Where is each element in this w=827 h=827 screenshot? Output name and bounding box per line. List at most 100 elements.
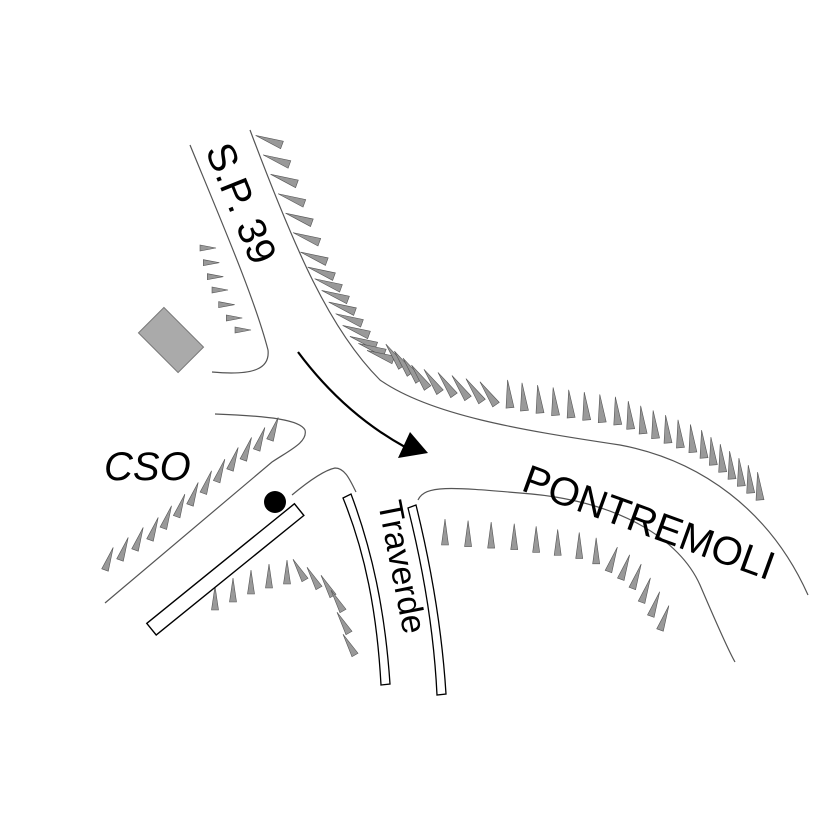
embankment-tick [247, 569, 255, 595]
embankment-tick [252, 427, 266, 452]
embankment-tick [637, 577, 651, 604]
embankment-tick [746, 465, 756, 494]
embankment-tick [604, 546, 618, 574]
embankment-tick [479, 381, 500, 408]
embankment-tick [613, 396, 623, 426]
embankment-tick [505, 379, 515, 409]
embankment-tick [575, 532, 584, 559]
embankment-tick [464, 520, 472, 547]
embankment-tick [292, 232, 322, 247]
embankment-tick [306, 567, 323, 591]
embankment-tick [199, 244, 217, 252]
embankment-tick [663, 415, 673, 444]
embankment-tick [651, 410, 660, 440]
embankment-tick [159, 505, 172, 530]
embankment-tick [212, 458, 226, 484]
embankment-tick [755, 472, 765, 501]
embankment-tick [314, 278, 343, 293]
embankment-tick [203, 259, 220, 267]
embankment-tick [582, 392, 592, 421]
embankment-tick [270, 174, 299, 189]
sp39-left-edge [189, 144, 269, 374]
embankment-tick [101, 547, 114, 572]
embankment-tick [510, 523, 519, 550]
embankment-tick [199, 470, 212, 495]
embankment-tick [553, 529, 562, 556]
embankment-tick [218, 301, 235, 309]
embankment-tick [146, 517, 159, 542]
embankment-tick [737, 458, 746, 487]
embankment-tick [597, 394, 607, 424]
embankment-tick [647, 591, 660, 618]
embankment-tick [437, 372, 458, 399]
embankment-tick [263, 154, 292, 169]
embankment-tick [277, 193, 307, 208]
embankment-tick [532, 526, 540, 553]
embankment-tick [656, 605, 670, 632]
embankment-tick [342, 634, 359, 658]
embankment-tick [234, 326, 252, 334]
embankment-tick [366, 350, 396, 365]
embankment-tick [342, 325, 371, 340]
embankment-tick [321, 290, 350, 305]
embankment-tick [239, 437, 252, 462]
embankment-tick [451, 375, 472, 402]
embankment-tick [592, 537, 600, 565]
embankment-tick [411, 364, 432, 391]
embankment-tick [226, 314, 243, 322]
traverde-bridge-right-rail [407, 504, 447, 696]
embankment-tick [709, 437, 718, 466]
embankment-tick [131, 527, 144, 552]
embankment-tick [255, 135, 284, 150]
embankment-tick [626, 401, 636, 430]
embankment-tick [617, 554, 630, 581]
embankment-tick [628, 563, 642, 591]
embankment-tick [688, 424, 698, 454]
embankment-tick [186, 482, 199, 507]
embankment-tick [699, 430, 709, 459]
cso-road-top-edge [104, 413, 306, 604]
area-label-cso: CSO [104, 445, 191, 489]
pontremoli-bottom-edge [417, 487, 736, 663]
traverde-road-left-edge [291, 467, 357, 496]
location-dot-icon [264, 491, 286, 513]
traverde-bridge-left-rail [342, 493, 391, 686]
embankment-tick [207, 273, 224, 281]
embankment-tick [638, 405, 648, 435]
embankment-tick [266, 417, 279, 442]
embankment-tick [283, 559, 291, 585]
embankment-tick [535, 385, 545, 414]
embankment-tick [328, 301, 357, 316]
embankment-tick [226, 447, 239, 472]
embankment-tick [211, 585, 219, 611]
embankment-tick [423, 369, 444, 395]
direction-arrowhead [398, 432, 428, 458]
embankment-tick [335, 313, 364, 328]
embankment-tick [441, 518, 449, 546]
embankment-tick [172, 493, 186, 519]
embankment-tick [330, 590, 347, 614]
direction-arrow-icon [297, 351, 406, 448]
embankment-tick [285, 212, 314, 227]
embankment-tick [718, 444, 728, 473]
embankment-tick [229, 577, 237, 603]
embankment-tick [292, 559, 309, 583]
embankment-tick [300, 251, 329, 266]
embankment-tick [566, 389, 576, 419]
embankment-tick [116, 537, 129, 562]
embankment-tick [265, 563, 273, 589]
sp39-right-edge-main [249, 129, 809, 596]
embankment-tick [520, 382, 529, 412]
embankment-tick [727, 451, 737, 480]
embankment-tick [336, 612, 353, 636]
embankment-tick [676, 419, 685, 449]
embankment-tick [551, 387, 560, 417]
embankment-hachures [101, 135, 765, 658]
building-icon [137, 306, 205, 374]
embankment-tick [211, 286, 229, 294]
embankment-tick [487, 522, 495, 549]
cso-structure [145, 502, 305, 636]
embankment-tick [465, 378, 486, 405]
embankment-tick [307, 266, 336, 281]
